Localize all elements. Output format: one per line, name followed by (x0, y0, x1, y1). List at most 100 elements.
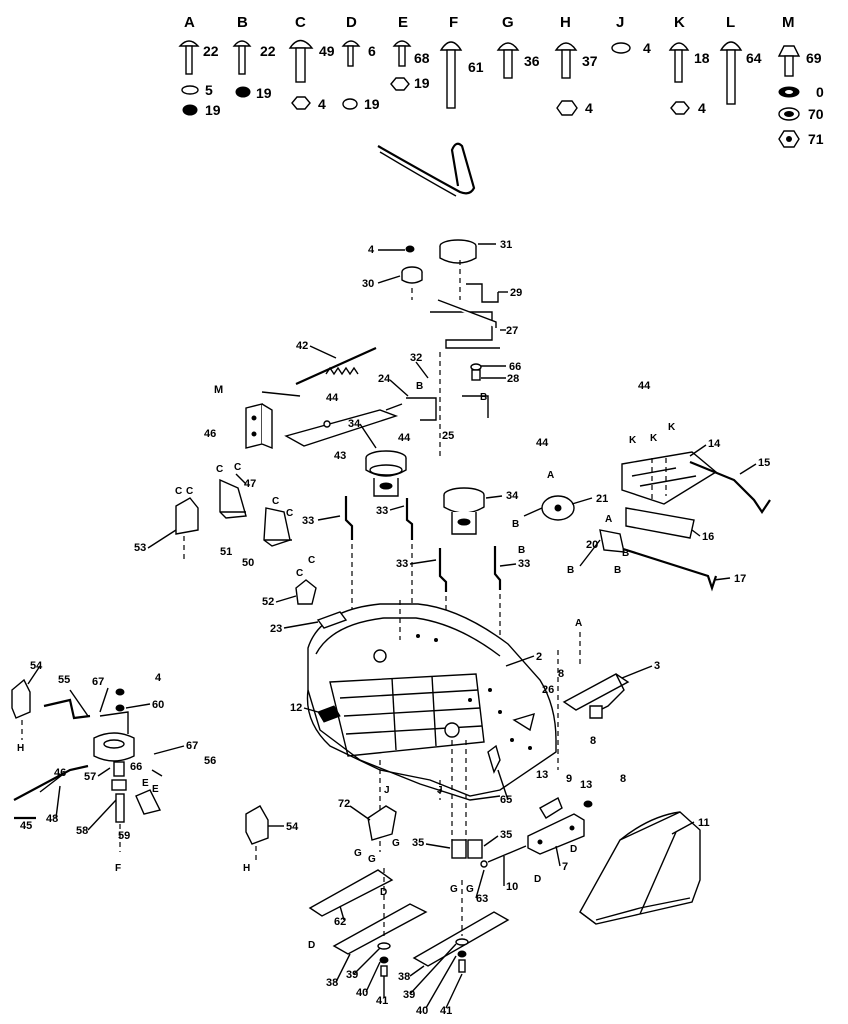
callout-label: G (466, 884, 474, 895)
deck-wheel-bracket-54 (11, 678, 31, 740)
gauge-plate-57 (93, 711, 135, 762)
bracket-53 (175, 497, 199, 562)
callout-label: G (354, 848, 362, 859)
deck-wheel-bracket-54b (245, 805, 269, 860)
height-spindle-58 (111, 761, 127, 852)
callout-label: 63 (476, 893, 488, 905)
callout-label: 8 (590, 735, 596, 747)
callout-label: C (186, 486, 193, 497)
callout-label: B (416, 381, 423, 392)
washer-icon (611, 42, 631, 54)
callout-label: G (450, 884, 458, 895)
bolt-m-icon (777, 45, 801, 77)
callout-label: 41 (376, 995, 388, 1007)
callout-label: C (234, 462, 241, 473)
pivot-21 (523, 495, 575, 521)
callout-label: 8 (620, 773, 626, 785)
spindle-housings-35 (451, 839, 483, 859)
callout-label: 20 (586, 539, 598, 551)
hw-qty: 68 (414, 50, 430, 66)
bumper-bracket-3 (562, 673, 630, 719)
callout-label: 28 (507, 373, 519, 385)
plate-12 (317, 705, 341, 723)
callout-label: B (622, 548, 629, 559)
blade-adapter-62 (308, 869, 394, 917)
hw-qty: 19 (414, 75, 430, 91)
callout-label: B (512, 519, 519, 530)
callout-label: 53 (134, 542, 146, 554)
callout-label: D (380, 887, 387, 898)
callout-label: 17 (734, 573, 746, 585)
nut-icon (115, 704, 125, 712)
callout-label: 12 (290, 702, 302, 714)
callout-label: 29 (510, 287, 522, 299)
callout-label: 33 (396, 558, 408, 570)
callout-label: H (17, 743, 24, 754)
callout-label: 10 (506, 881, 518, 893)
bolt-h-icon (554, 42, 578, 79)
bracket-52 (295, 579, 317, 605)
hw-letter-j: J (616, 14, 624, 31)
callout-label: 16 (702, 531, 714, 543)
callout-label: 41 (440, 1005, 452, 1017)
pin-9 (539, 797, 563, 819)
hw-letter-h: H (560, 14, 571, 31)
hw-qty: 19 (205, 102, 221, 118)
hw-qty: 49 (319, 43, 335, 59)
idler-bracket (466, 283, 499, 303)
callout-label: 48 (46, 813, 58, 825)
bolt-l-icon (719, 41, 743, 105)
callout-label: E (142, 778, 149, 789)
hw-qty: 4 (643, 40, 651, 56)
callout-label: 34 (348, 418, 361, 430)
hw-qty: 71 (808, 131, 824, 147)
callout-label: D (308, 940, 315, 951)
blade-38a (332, 903, 428, 955)
callout-label: 44 (638, 380, 651, 392)
nut-icon (182, 104, 198, 116)
callout-label: 72 (338, 798, 350, 810)
callout-label: 55 (58, 674, 70, 686)
nut-icon (115, 688, 125, 696)
bolt-k-icon (668, 42, 690, 83)
callout-label: 57 (84, 771, 96, 783)
hw-letter-c: C (295, 14, 306, 31)
hw-qty: 19 (256, 85, 272, 101)
hw-qty: 37 (582, 53, 598, 69)
callout-label: 44 (398, 432, 411, 444)
bolt-a-icon (178, 40, 200, 75)
callout-label: 38 (398, 971, 410, 983)
callout-label: G (368, 854, 376, 865)
hardware-key: A B C D E F G H J K L M 22 5 19 22 19 (178, 14, 824, 148)
callout-label: 54 (30, 660, 43, 672)
callout-label: 47 (244, 478, 256, 490)
callout-label: 35 (500, 829, 512, 841)
callout-label: 21 (596, 493, 608, 505)
drive-belt (377, 142, 476, 197)
washer-icon (480, 860, 488, 868)
plate-23 (316, 611, 348, 629)
callout-label: G (392, 838, 400, 849)
callout-label: 44 (536, 437, 549, 449)
hex-nut-icon (291, 96, 311, 110)
callout-label: 51 (220, 546, 232, 558)
hw-qty: 22 (203, 43, 219, 59)
bracket-46 (245, 403, 273, 450)
hw-qty: 4 (698, 100, 706, 116)
callout-label: E (152, 784, 159, 795)
hex-nut-icon (556, 100, 578, 116)
washer-icon (342, 98, 358, 110)
rod-55 (43, 698, 91, 720)
callout-label: 60 (152, 699, 164, 711)
hw-qty: 36 (524, 53, 540, 69)
bracket-59 (135, 789, 162, 815)
callout-label: 33 (302, 515, 314, 527)
callout-label: 42 (296, 340, 308, 352)
callout-label: 33 (518, 558, 530, 570)
hw-qty: 22 (260, 43, 276, 59)
deck-rod-assembly (261, 346, 489, 447)
hex-nut-icon (670, 101, 690, 115)
callout-label: 7 (562, 861, 568, 873)
callout-label: 35 (412, 837, 424, 849)
